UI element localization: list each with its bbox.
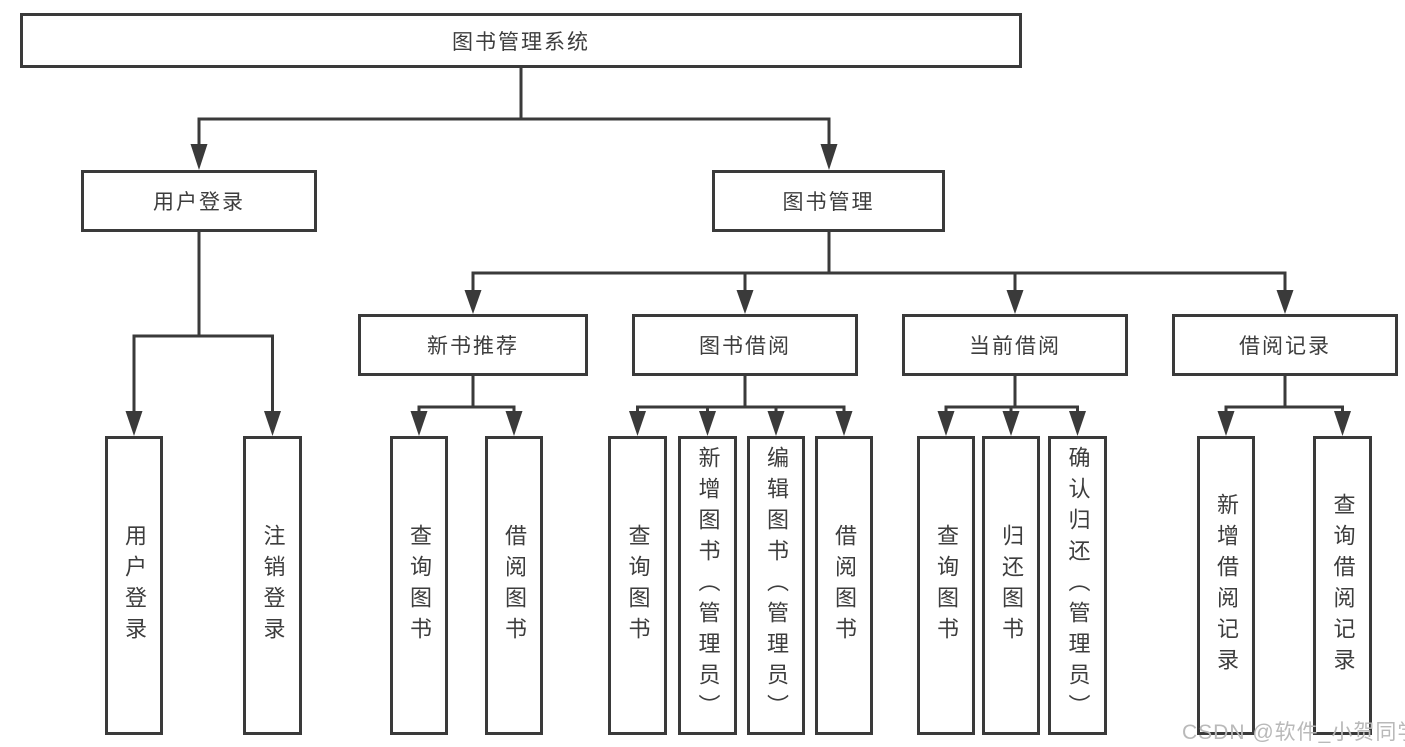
- leaf-add-borrow-record: 新增借阅记录: [1197, 436, 1255, 735]
- leaf-edit-books-admin: 编辑图书（管理员）: [747, 436, 805, 735]
- leaf-logout: 注销登录: [243, 436, 302, 735]
- node-root: 图书管理系统: [20, 13, 1022, 68]
- leaf-confirm-return-admin: 确认归还（管理员）: [1048, 436, 1107, 735]
- csdn-watermark: CSDN @软件_小贺同学: [1182, 721, 1405, 744]
- node-new-book-recommend: 新书推荐: [358, 314, 588, 376]
- leaf-borrow-books-recommend: 借阅图书: [485, 436, 543, 735]
- leaf-borrow-books: 借阅图书: [815, 436, 873, 735]
- node-user-login: 用户登录: [81, 170, 317, 232]
- leaf-add-books-admin: 新增图书（管理员）: [678, 436, 737, 735]
- node-book-management: 图书管理: [712, 170, 945, 232]
- leaf-user-login: 用户登录: [105, 436, 163, 735]
- leaf-query-books-borrow: 查询图书: [608, 436, 667, 735]
- node-book-borrow: 图书借阅: [632, 314, 858, 376]
- node-borrow-records: 借阅记录: [1172, 314, 1398, 376]
- leaf-query-books-recommend: 查询图书: [390, 436, 448, 735]
- leaf-query-books-current: 查询图书: [917, 436, 975, 735]
- leaf-return-books: 归还图书: [982, 436, 1040, 735]
- arrowhead-group: [125, 144, 1351, 436]
- leaf-query-borrow-record: 查询借阅记录: [1313, 436, 1372, 735]
- node-current-borrow: 当前借阅: [902, 314, 1128, 376]
